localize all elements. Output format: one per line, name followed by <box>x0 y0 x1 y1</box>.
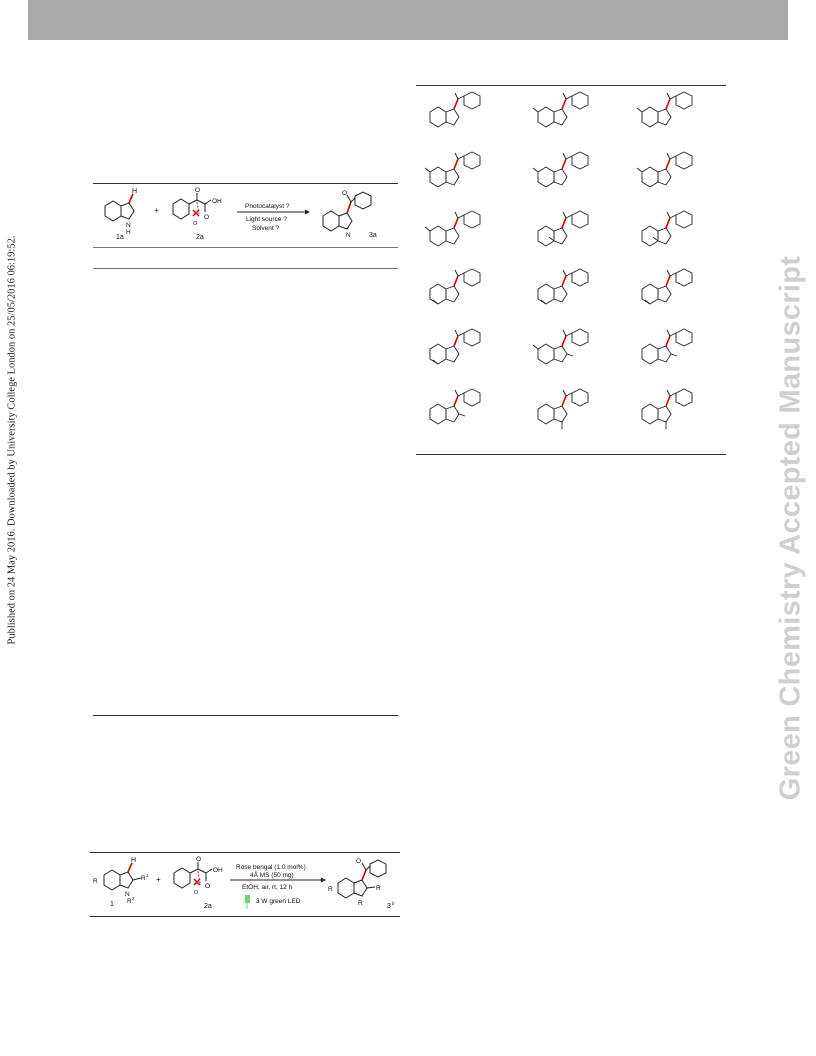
table1-mid-rule <box>93 247 398 248</box>
indole-1a-structure <box>104 193 135 222</box>
product-structure <box>532 151 589 188</box>
watermark: Green Chemistry Accepted Manuscript <box>774 255 807 801</box>
scheme2-top-rule <box>90 852 400 853</box>
atom-o2: O <box>204 214 209 221</box>
scheme2-bottom-rule <box>90 916 400 917</box>
product-structure <box>537 268 589 305</box>
atom-oh: OH <box>213 867 223 874</box>
label-3a: 3a <box>369 232 377 239</box>
condition-solvent: Solvent ? <box>252 225 279 232</box>
table1-top-rule <box>93 183 398 184</box>
product-structure <box>636 91 693 128</box>
atom-o2: O <box>205 883 210 890</box>
atom-n-product: N <box>346 232 351 239</box>
product-structure <box>429 328 481 365</box>
substrate-scope-grid <box>424 91 693 429</box>
condition-light: 3 W green LED <box>256 898 301 905</box>
led-icon <box>245 895 250 909</box>
label-2a: 2a <box>196 234 204 241</box>
atom-oh: OH <box>212 198 222 205</box>
atom-r1: R <box>141 875 146 882</box>
atom-n: N <box>126 222 131 229</box>
atom-h: H <box>131 857 136 864</box>
atom-o3: O <box>193 221 198 227</box>
condition-solvent: EtOH, air, rt, 12 h <box>242 884 293 891</box>
condition-photocatalyst: Photocatalyst ? <box>245 203 290 210</box>
label-3-sup: b <box>392 901 395 906</box>
product-3a-structure <box>322 191 372 232</box>
product-structure <box>641 388 693 429</box>
product-structure <box>636 151 693 188</box>
atom-r2: R <box>127 898 132 905</box>
atom-r1-sup: 1 <box>146 873 149 878</box>
atom-o1: O <box>195 187 200 194</box>
atom-o1: O <box>196 856 201 863</box>
atom-r2-sup: 2 <box>132 896 135 901</box>
condition-catalyst: Rose bengal (1.0 mol%) <box>236 864 306 871</box>
product-structure <box>537 210 589 247</box>
header-bar <box>28 0 788 40</box>
atom-r: R <box>93 878 98 885</box>
label-2a: 2a <box>204 903 212 910</box>
atom-r1-product: R <box>376 885 381 892</box>
atom-r2-product: R <box>358 900 363 907</box>
atom-n: N <box>125 891 130 898</box>
plus-sign: + <box>156 875 161 884</box>
product-structure <box>424 151 481 188</box>
scheme2-reaction: H R R 1 N R 2 1 + O OH O O 2a Rose benga… <box>93 856 395 910</box>
plus-sign: + <box>154 206 159 215</box>
atom-h-top: H <box>132 188 137 195</box>
product-structure <box>532 91 589 128</box>
condition-ms: 4Å MS (50 mg) <box>250 870 294 879</box>
product-structure <box>429 388 481 425</box>
product-3-structure <box>337 859 387 899</box>
publication-note: Published on 24 May 2016. Downloaded by … <box>6 235 18 645</box>
product-structure <box>424 210 481 247</box>
label-3: 3 <box>387 903 391 910</box>
acid-2a-structure <box>172 193 212 220</box>
label-1a: 1a <box>116 234 124 241</box>
product-structure <box>641 268 693 305</box>
product-structure <box>641 328 693 365</box>
indole-1-structure <box>103 862 142 891</box>
product-structure <box>532 328 589 365</box>
product-structure <box>429 91 481 128</box>
atom-o-product: O <box>356 858 361 865</box>
product-structure <box>429 268 481 305</box>
atom-o-product: O <box>342 190 347 197</box>
scheme1-reaction: H N H 1a + O OH O O 2a Photocatalyst ? L… <box>104 187 377 241</box>
table1-bottom-rule <box>93 715 398 716</box>
atom-o3: O <box>194 890 199 896</box>
table1-header-rule <box>93 268 398 269</box>
acid-2a-structure <box>173 862 213 889</box>
table2-bottom-rule <box>416 454 726 455</box>
product-structure <box>641 210 693 247</box>
table2-top-rule <box>416 85 726 86</box>
condition-light-source: Light source ? <box>246 216 287 223</box>
atom-h-n: H <box>126 229 131 236</box>
atom-r-product: R <box>328 886 333 893</box>
product-structure <box>537 388 589 429</box>
label-1: 1 <box>110 901 114 908</box>
